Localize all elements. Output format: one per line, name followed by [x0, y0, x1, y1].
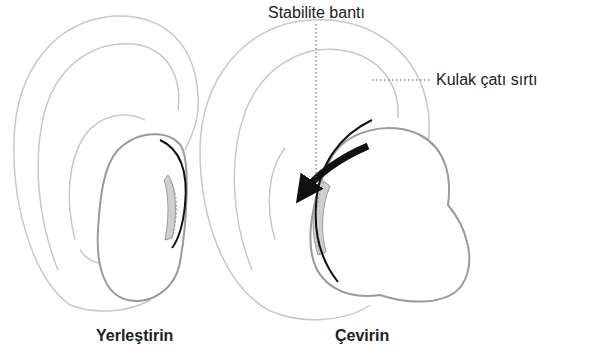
step-caption: Çevirin	[335, 327, 389, 345]
step-caption: Yerleştirin	[96, 327, 173, 345]
part-label: Kulak çatı sırtı	[436, 71, 537, 89]
left-earbud	[98, 134, 187, 301]
left-ear	[14, 16, 198, 311]
leader-line	[372, 80, 432, 81]
part-label: Stabilite bantı	[268, 4, 365, 22]
right-earbud	[304, 120, 469, 302]
leader-line	[316, 24, 317, 182]
